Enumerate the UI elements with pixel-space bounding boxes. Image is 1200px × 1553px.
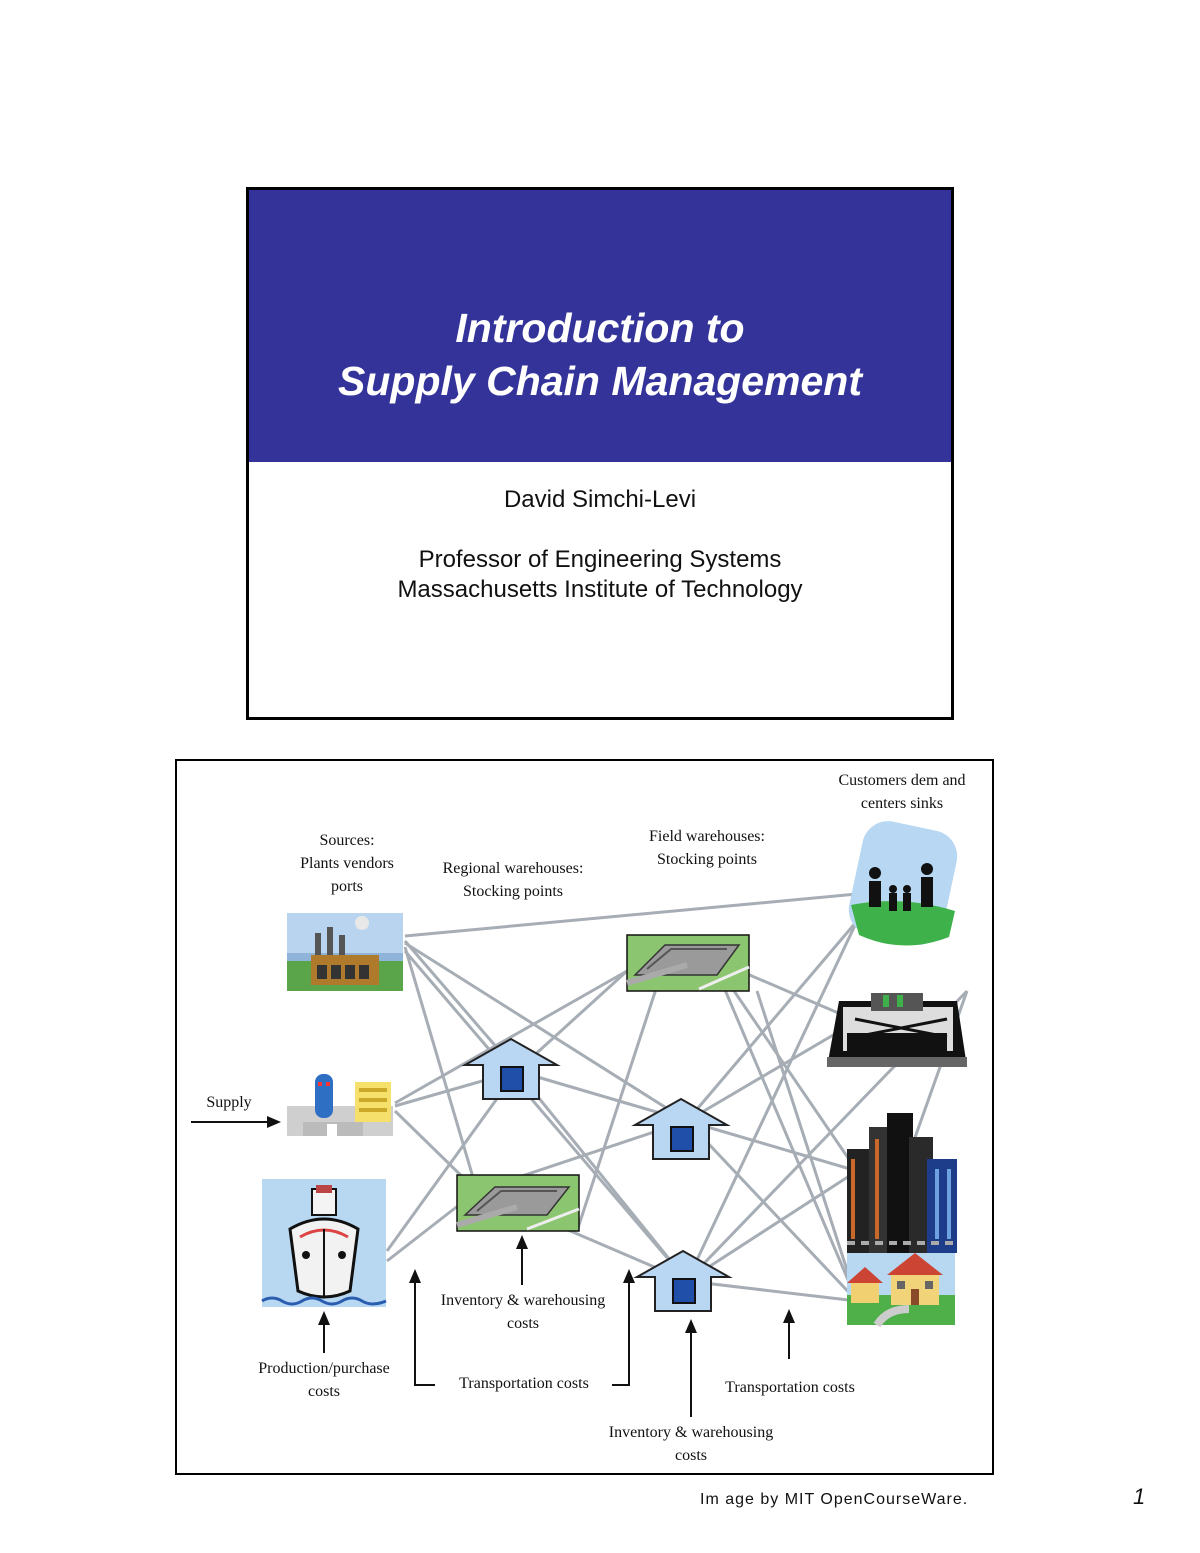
- factory-icon: [287, 913, 403, 991]
- production-cost-label: Production/purchase costs: [258, 1360, 390, 1400]
- image-credit: Im age by MIT OpenCourseWare.: [700, 1491, 969, 1508]
- slide-title: Introduction to Supply Chain Management: [249, 302, 951, 408]
- supply-label: Supply: [206, 1094, 252, 1111]
- field-warehouse-b: [631, 1097, 731, 1160]
- transport-cost-label-1: Transportation costs: [459, 1375, 589, 1392]
- affiliation-line-1: Professor of Engineering Systems: [418, 546, 782, 573]
- houses-icon: [847, 1253, 955, 1328]
- affiliation-line-2: Massachusetts Institute of Technology: [397, 576, 803, 603]
- transport-arrow-right: [623, 1269, 635, 1283]
- title-slide: Introduction to Supply Chain Management …: [246, 187, 954, 720]
- city-icon: [847, 1113, 957, 1253]
- author-affiliation: Professor of Engineering Systems Massach…: [249, 545, 951, 605]
- regional-warehouse-a: [461, 1037, 561, 1100]
- transport-cost-bracket-1: [414, 1279, 630, 1386]
- customers-label: Customers dem and centers sinks: [838, 772, 966, 812]
- regional-distribution-center: [456, 1174, 580, 1232]
- title-line-2: Supply Chain Management: [338, 358, 862, 404]
- page-number: 1: [1133, 1484, 1146, 1509]
- supply-arrow: [191, 1116, 281, 1128]
- field-warehouse-c: [633, 1249, 733, 1312]
- field-warehouses-label: Field warehouses: Stocking points: [649, 828, 765, 868]
- production-cost-arrow: [318, 1311, 330, 1353]
- title-band: [249, 190, 951, 462]
- sources-label: Sources: Plants vendors ports: [300, 832, 394, 895]
- regional-warehouses-label: Regional warehouses: Stocking points: [442, 860, 584, 900]
- ship-icon: [261, 1179, 387, 1307]
- inventory-cost-label-1: Inventory & warehousing costs: [440, 1292, 606, 1332]
- supply-chain-diagram: [191, 821, 969, 1417]
- inventory-cost-label-2: Inventory & warehousing costs: [608, 1424, 774, 1464]
- plant-icon: [287, 1074, 393, 1136]
- transport-cost-label-2: Transportation costs: [725, 1379, 855, 1396]
- supply-chain-diagram-slide: Sources: Plants vendors ports Regional w…: [175, 759, 994, 1475]
- inventory-cost-arrow-1: [516, 1235, 528, 1285]
- store-icon: [827, 993, 967, 1067]
- inventory-cost-arrow-2: [685, 1319, 697, 1417]
- author-name: David Simchi-Levi: [503, 486, 697, 513]
- title-line-1: Introduction to: [455, 305, 745, 351]
- people-icon: [848, 821, 958, 946]
- field-distribution-center: [626, 934, 750, 992]
- transport-cost-arrow-2: [783, 1309, 795, 1359]
- transport-arrow-left: [409, 1269, 421, 1283]
